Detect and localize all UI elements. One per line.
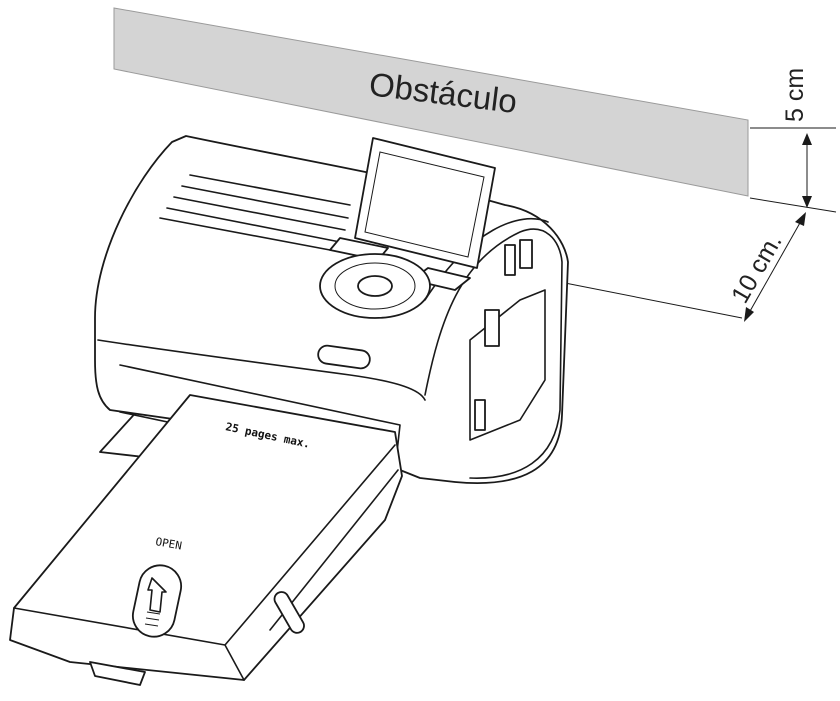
- side-ports: [474, 239, 533, 431]
- top-clearance-label: 5 cm: [781, 68, 809, 122]
- tray-open-label: OPEN: [154, 535, 182, 552]
- obstacle-slab: [113, 7, 749, 197]
- directional-pad: [319, 253, 431, 319]
- power-button: [317, 344, 371, 370]
- lcd-screen: [354, 137, 496, 269]
- cassette-tab: [89, 661, 146, 686]
- cassette-slot: [273, 591, 305, 634]
- rear-clearance-label: 10 cm.: [726, 229, 788, 308]
- paper-cassette: 25 pages max. OPEN: [9, 394, 403, 686]
- top-vents: [159, 174, 351, 251]
- open-lid-icon: [131, 564, 183, 638]
- side-panel: [424, 228, 563, 479]
